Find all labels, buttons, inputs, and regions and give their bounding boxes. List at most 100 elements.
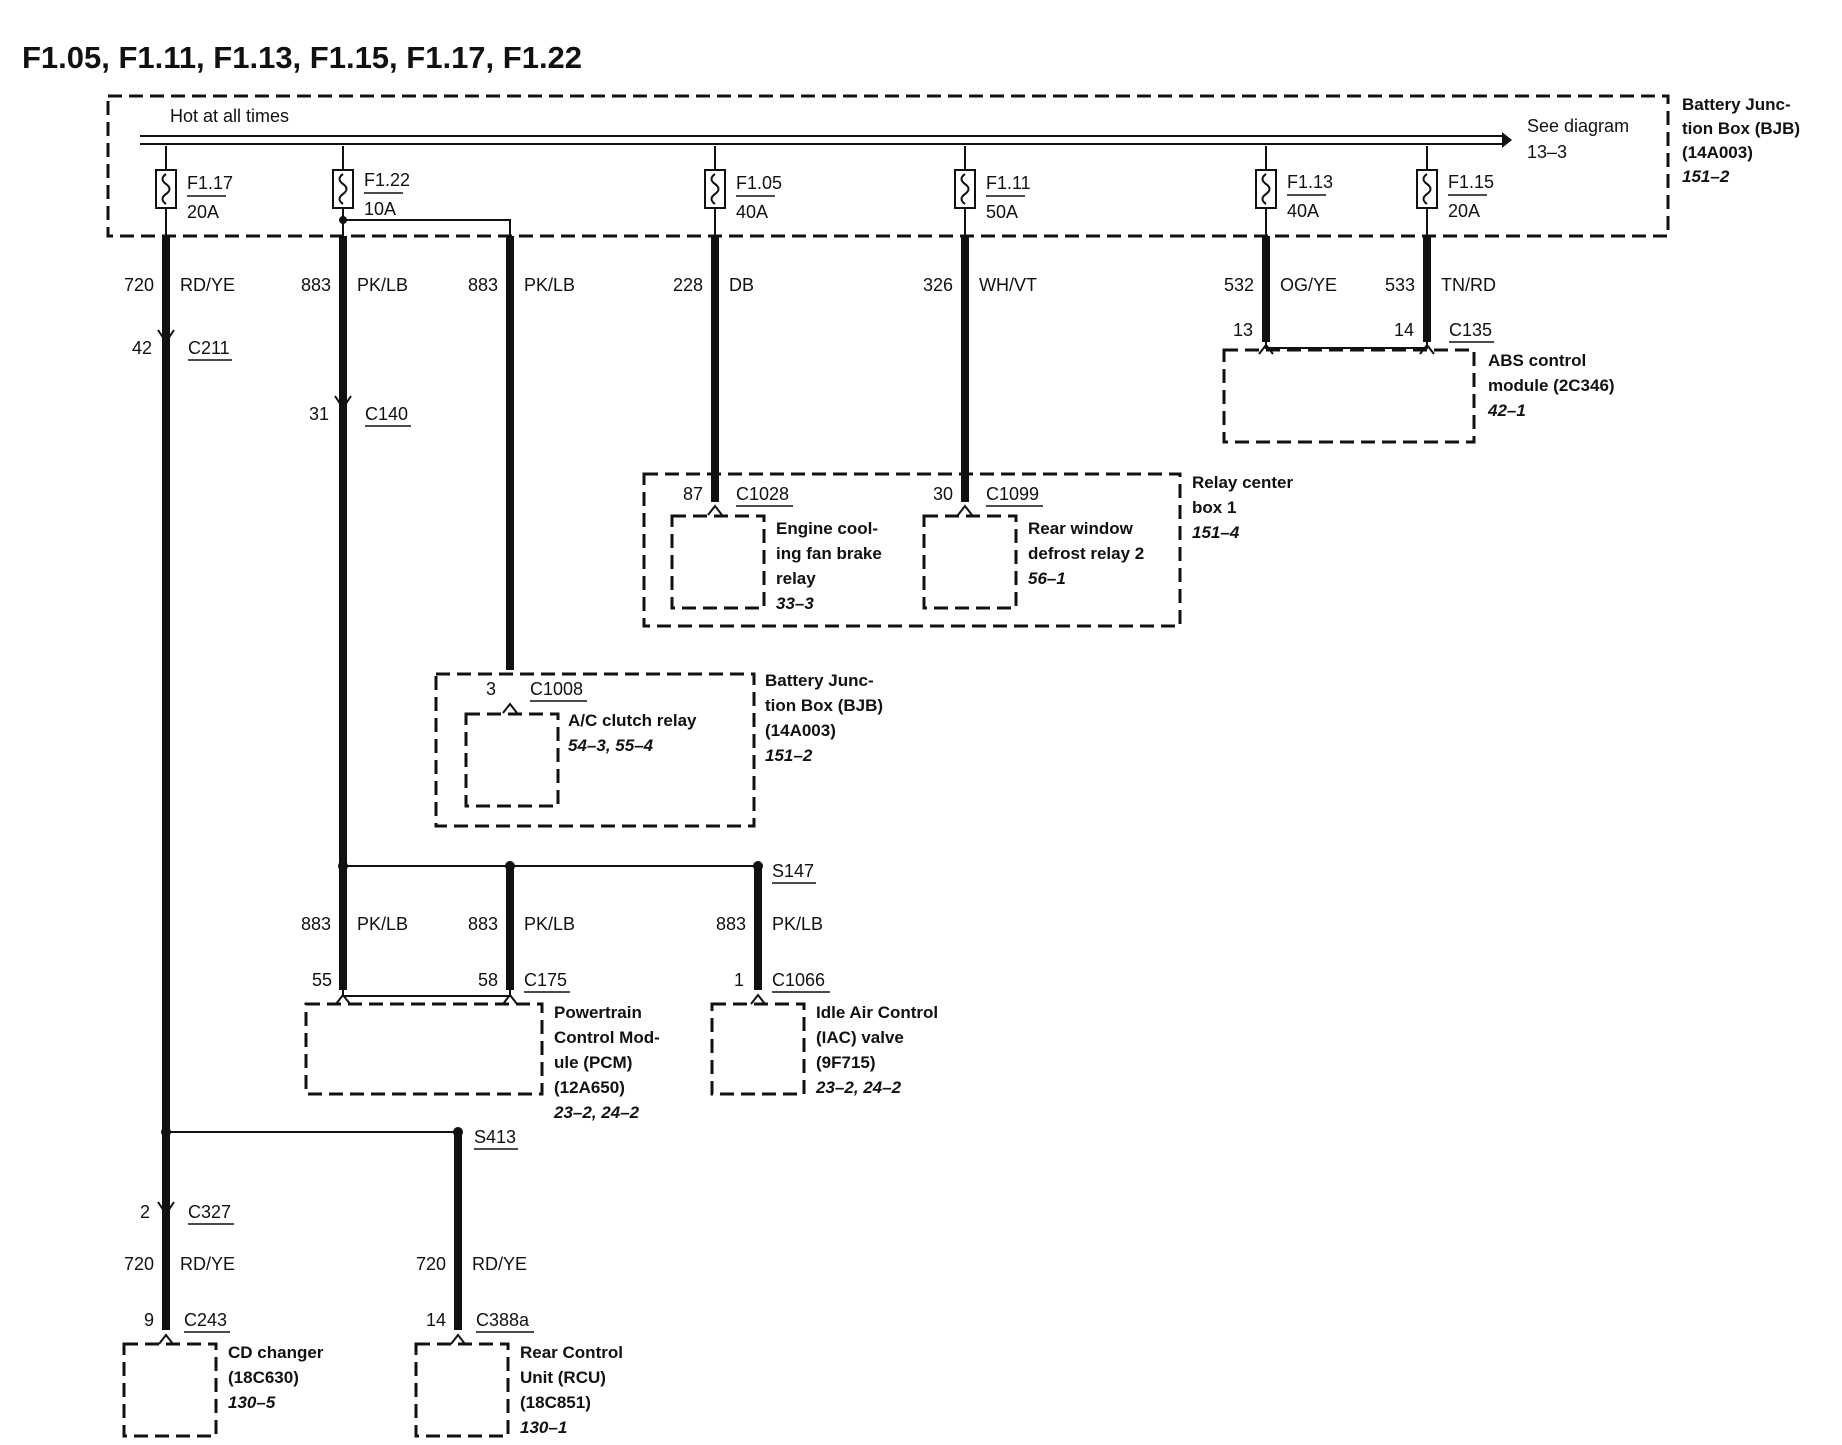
component-name: A/C clutch relay [568, 711, 697, 730]
wire-circuit: 883 [716, 914, 746, 934]
connector-id: C243 [184, 1310, 227, 1330]
connector-pin: 14 [426, 1310, 446, 1330]
fuse-rating: 10A [364, 199, 396, 219]
connector-c140: 31 C140 [309, 395, 411, 427]
component-name: defrost relay 2 [1028, 544, 1144, 563]
bjb-top-name-3: (14A003) [1682, 143, 1753, 162]
wire-color: RD/YE [472, 1254, 527, 1274]
component-name: CD changer [228, 1343, 324, 1362]
connector-pin: 31 [309, 404, 329, 424]
splice-s413: S413 [161, 1127, 518, 1150]
fuse-id: F1.22 [364, 170, 410, 190]
connector-pin: 13 [1233, 320, 1253, 340]
component-name: Control Mod- [554, 1028, 660, 1047]
wire-color: PK/LB [357, 914, 408, 934]
connector-pin: 42 [132, 338, 152, 358]
connector-id: C211 [188, 338, 230, 358]
connector-c327: 2 C327 [140, 1201, 234, 1225]
component-ref: 23–2, 24–2 [553, 1103, 640, 1122]
bjb-top-name-1: Battery Junc- [1682, 95, 1791, 114]
connector-pin: 58 [478, 970, 498, 990]
wire-circuit: 883 [301, 275, 331, 295]
bjb-top-name-2: tion Box (BJB) [1682, 119, 1800, 138]
component-name: box 1 [1192, 498, 1236, 517]
component-name: (12A650) [554, 1078, 625, 1097]
connector-pin: 1 [734, 970, 744, 990]
component-name: Rear Control [520, 1343, 623, 1362]
fuse-id: F1.13 [1287, 172, 1333, 192]
wire-color: RD/YE [180, 275, 235, 295]
component-name: ule (PCM) [554, 1053, 632, 1072]
wire-color: PK/LB [524, 275, 575, 295]
component-name: Relay center [1192, 473, 1293, 492]
idle-air-control-valve: 1 C1066 Idle Air Control (IAC) valve (9F… [710, 970, 938, 1097]
component-name: Unit (RCU) [520, 1368, 606, 1387]
component-ref: 151–4 [1192, 523, 1240, 542]
wire-circuit: 532 [1224, 275, 1254, 295]
bjb-ac-clutch-box: Battery Junc- tion Box (BJB) (14A003) 15… [434, 671, 883, 828]
power-bus [140, 132, 1512, 148]
wire-circuit: 533 [1385, 275, 1415, 295]
component-name: (IAC) valve [816, 1028, 904, 1047]
wire-color: WH/VT [979, 275, 1037, 295]
see-diagram-line2: 13–3 [1527, 142, 1567, 162]
connector-pin: 55 [312, 970, 332, 990]
component-name: Battery Junc- [765, 671, 874, 690]
fuse-f1-11: F1.11 50A [954, 146, 1031, 222]
wire-color: OG/YE [1280, 275, 1337, 295]
wire-circuit: 720 [416, 1254, 446, 1274]
component-name: (9F715) [816, 1053, 876, 1072]
connector-id: C1066 [772, 970, 825, 990]
wire-883-ac-branch [339, 216, 514, 670]
connector-id: C1008 [530, 679, 583, 699]
component-name: Rear window [1028, 519, 1134, 538]
component-name: tion Box (BJB) [765, 696, 883, 715]
wire-circuit: 720 [124, 1254, 154, 1274]
powertrain-control-module: 55 58 C175 Powertrain Control Mod- ule (… [304, 970, 660, 1122]
rear-window-defrost-relay-2: 30 C1099 Rear window defrost relay 2 56–… [922, 484, 1144, 610]
fuse-rating: 20A [187, 202, 219, 222]
component-ref: 151–2 [765, 746, 813, 765]
connector-id: C135 [1449, 320, 1492, 340]
component-name: relay [776, 569, 816, 588]
fuse-f1-05: F1.05 40A [704, 146, 782, 222]
component-ref: 56–1 [1028, 569, 1066, 588]
component-ref: 130–5 [228, 1393, 276, 1412]
component-ref: 23–2, 24–2 [815, 1078, 902, 1097]
connector-id: C1099 [986, 484, 1039, 504]
fuse-id: F1.17 [187, 173, 233, 193]
wire-color: PK/LB [772, 914, 823, 934]
wire-circuit: 883 [468, 275, 498, 295]
component-name: (14A003) [765, 721, 836, 740]
relay-center-box-1: Relay center box 1 151–4 [642, 472, 1293, 628]
connector-id: C388a [476, 1310, 530, 1330]
bjb-top-ref: 151–2 [1682, 167, 1730, 186]
fuse-f1-22: F1.22 10A [332, 146, 410, 219]
component-ref: 33–3 [776, 594, 814, 613]
fuse-rating: 50A [986, 202, 1018, 222]
wire-circuit: 720 [124, 275, 154, 295]
wire-circuit: 883 [301, 914, 331, 934]
ac-clutch-relay: 3 C1008 A/C clutch relay 54–3, 55–4 [464, 679, 697, 808]
connector-pin: 2 [140, 1202, 150, 1222]
connector-id: C327 [188, 1202, 231, 1222]
abs-control-module: 13 14 C135 ABS control module (2C346) 42… [1222, 320, 1615, 444]
bus-label: Hot at all times [170, 106, 289, 126]
connector-c211: 42 C211 [132, 329, 232, 361]
fuse-id: F1.05 [736, 173, 782, 193]
fuse-rating: 40A [1287, 201, 1319, 221]
component-name: (18C851) [520, 1393, 591, 1412]
splice-id: S147 [772, 861, 814, 881]
rear-control-unit: 14 C388a Rear Control Unit (RCU) (18C851… [414, 1310, 623, 1438]
connector-pin: 30 [933, 484, 953, 504]
cd-changer: 9 C243 CD changer (18C630) 130–5 [122, 1310, 324, 1438]
component-name: Idle Air Control [816, 1003, 938, 1022]
diagram-title: F1.05, F1.11, F1.13, F1.15, F1.17, F1.22 [22, 40, 582, 75]
component-ref: 54–3, 55–4 [568, 736, 654, 755]
fuse-rating: 40A [736, 202, 768, 222]
wire-circuit: 228 [673, 275, 703, 295]
fuse-f1-13: F1.13 40A [1255, 146, 1333, 221]
component-name: Powertrain [554, 1003, 642, 1022]
component-name: module (2C346) [1488, 376, 1615, 395]
